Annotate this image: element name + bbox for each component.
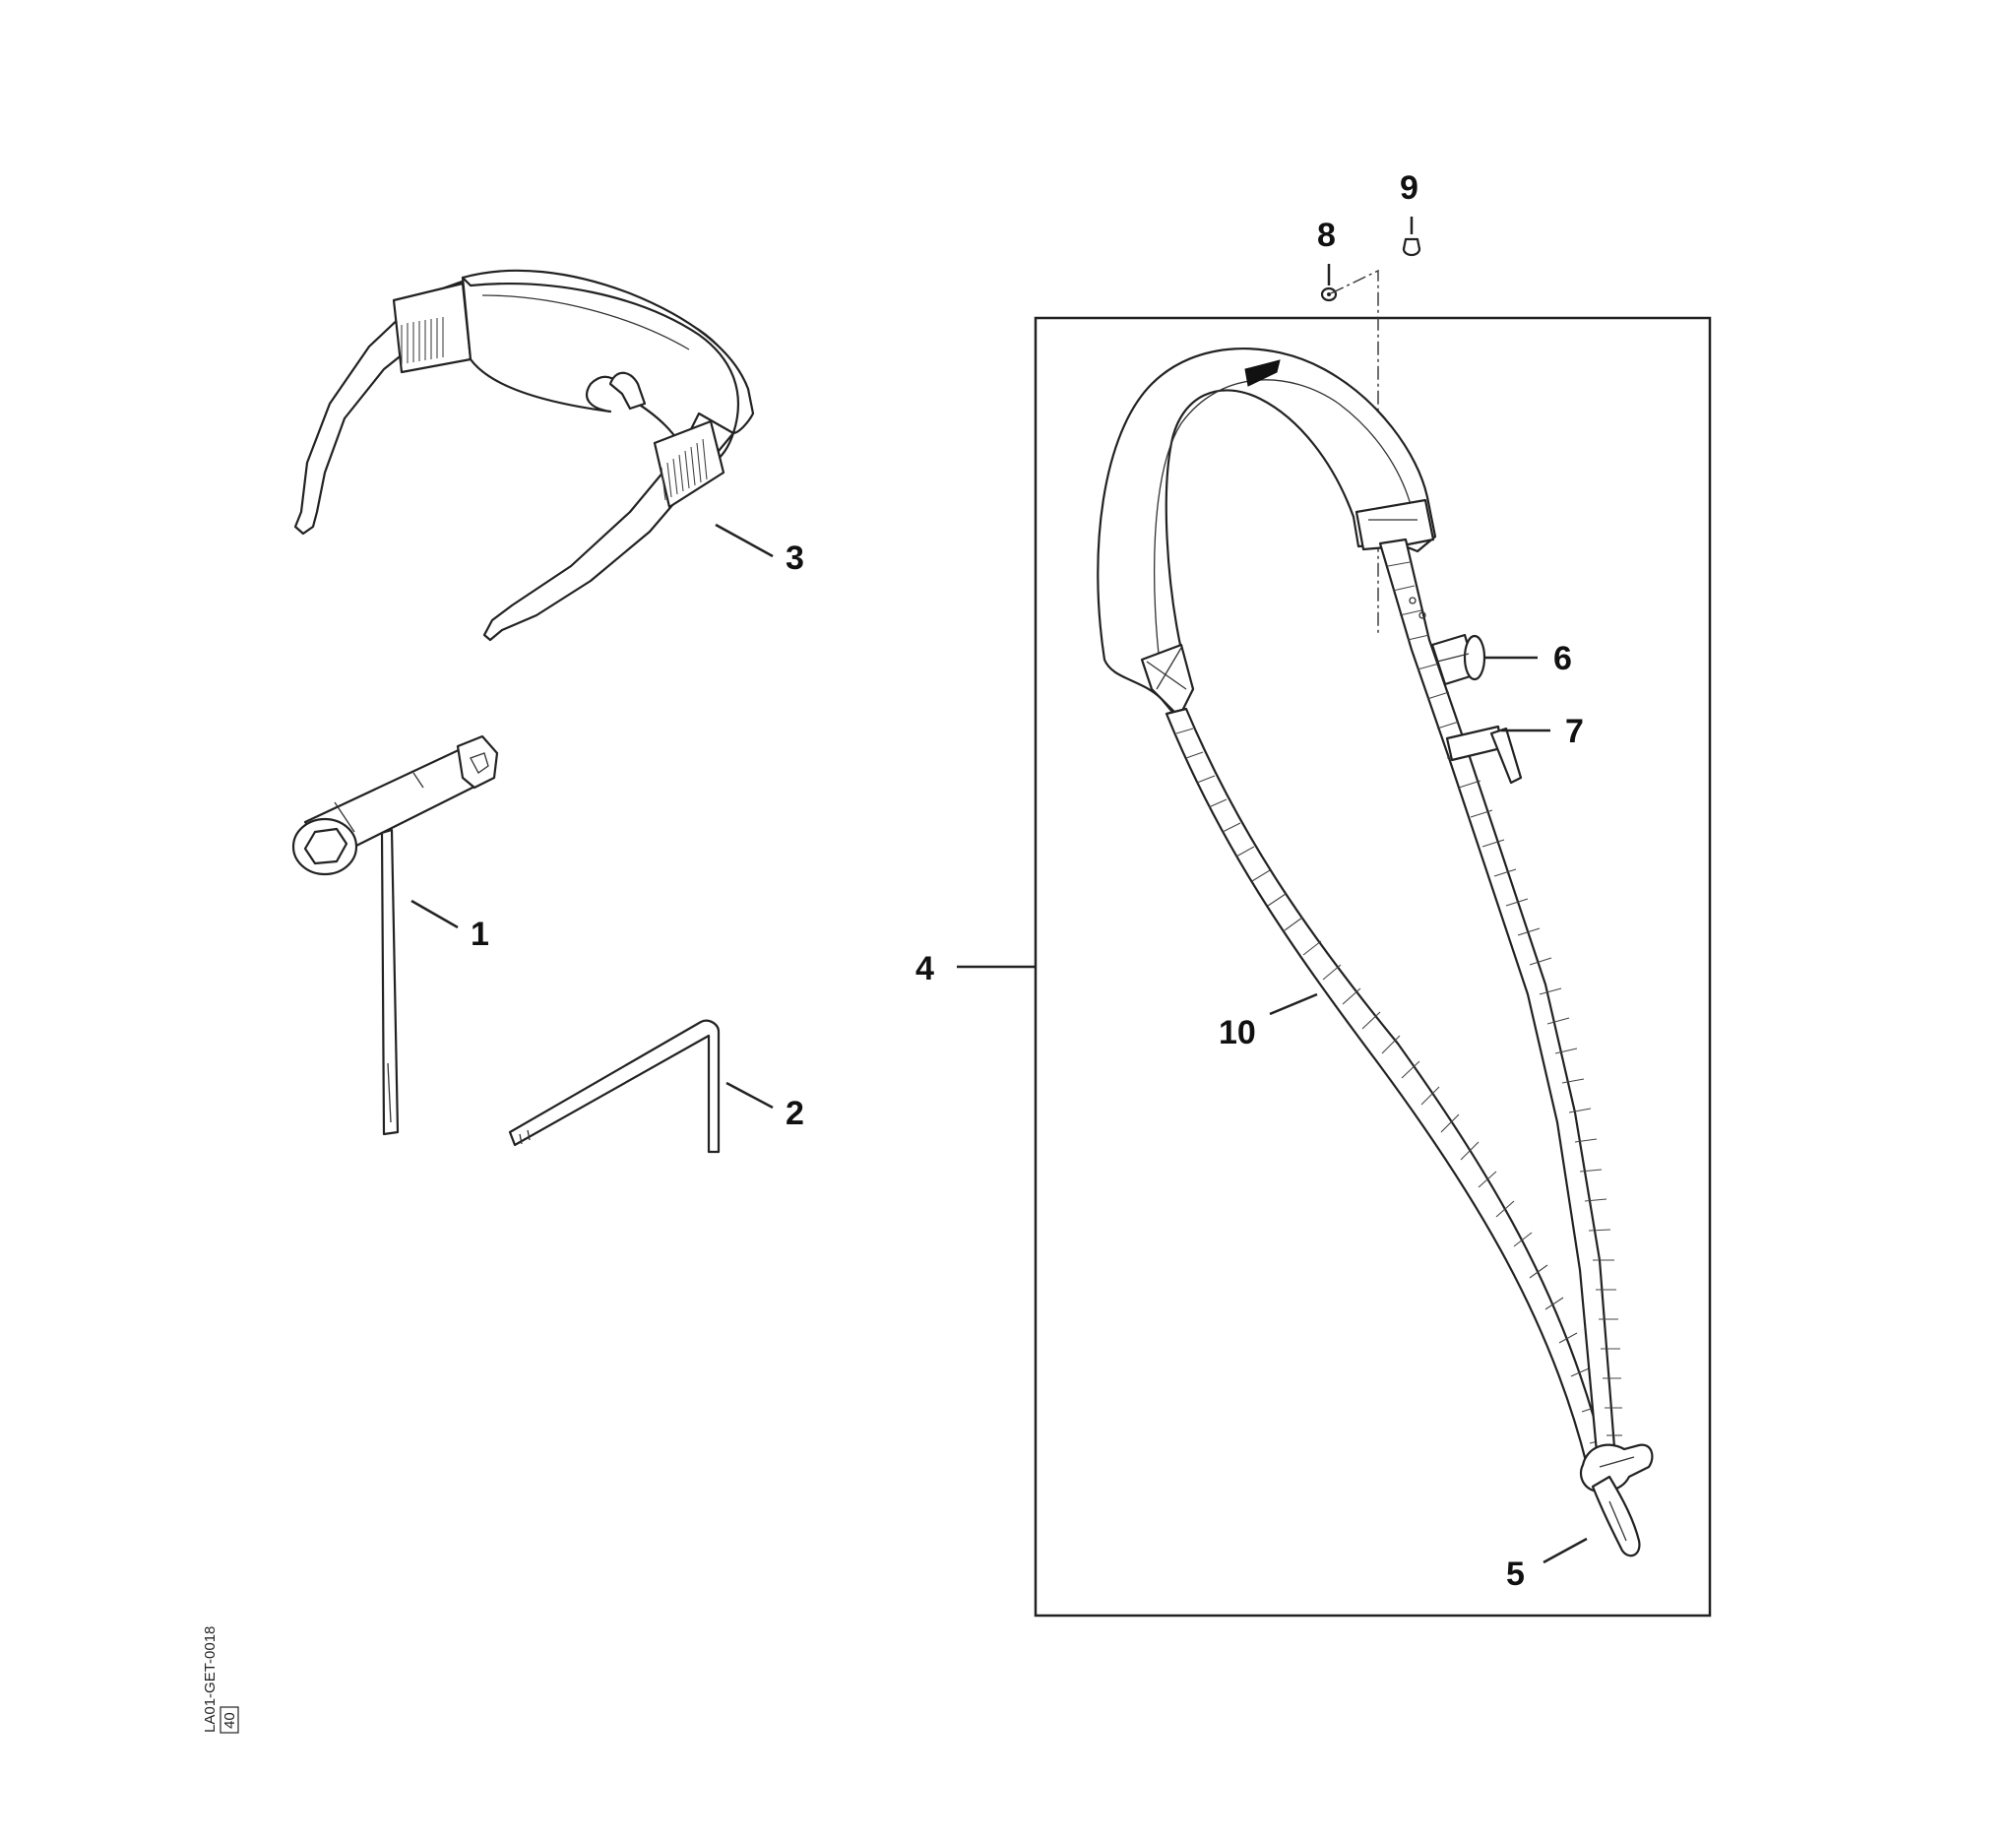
callout-2-leader xyxy=(725,1081,774,1110)
callout-4: 4 xyxy=(915,950,934,987)
strap-short xyxy=(1378,538,1622,1454)
callout-9: 9 xyxy=(1400,169,1418,207)
callout-8: 8 xyxy=(1317,217,1336,254)
assembly-axis-line xyxy=(1330,269,1379,635)
adjuster-knob xyxy=(1430,633,1486,686)
strap-short-hatching xyxy=(1387,561,1622,1436)
screw-9 xyxy=(1402,237,1421,257)
callout-10: 10 xyxy=(1219,1014,1256,1051)
callout-3: 3 xyxy=(786,540,804,577)
callout-1: 1 xyxy=(471,916,489,953)
drawing-code: LA01-GET-0018 xyxy=(202,1626,219,1733)
left-vent-slots xyxy=(401,317,444,364)
strap-long xyxy=(1165,707,1607,1467)
right-vent-slots xyxy=(661,438,708,501)
callout-7: 7 xyxy=(1565,713,1584,750)
callout-6: 6 xyxy=(1553,640,1572,677)
hex-key xyxy=(508,1019,721,1154)
callout-5: 5 xyxy=(1506,1555,1525,1593)
carabiner-hook xyxy=(1579,1443,1654,1557)
shoulder-pad xyxy=(1097,348,1437,719)
callout-10-leader xyxy=(1269,992,1318,1016)
strap-long-hatching xyxy=(1175,728,1607,1444)
drawing-revision: 40 xyxy=(221,1712,238,1729)
drawing-code-block: LA01-GET-0018 40 xyxy=(202,1626,239,1734)
safety-glasses xyxy=(293,269,755,642)
callout-3-leader xyxy=(715,523,774,558)
combination-wrench xyxy=(291,734,499,1136)
screw-8 xyxy=(1320,286,1338,302)
callout-1-leader xyxy=(410,899,459,929)
callout-5-leader xyxy=(1543,1537,1588,1564)
callout-2: 2 xyxy=(786,1095,804,1132)
